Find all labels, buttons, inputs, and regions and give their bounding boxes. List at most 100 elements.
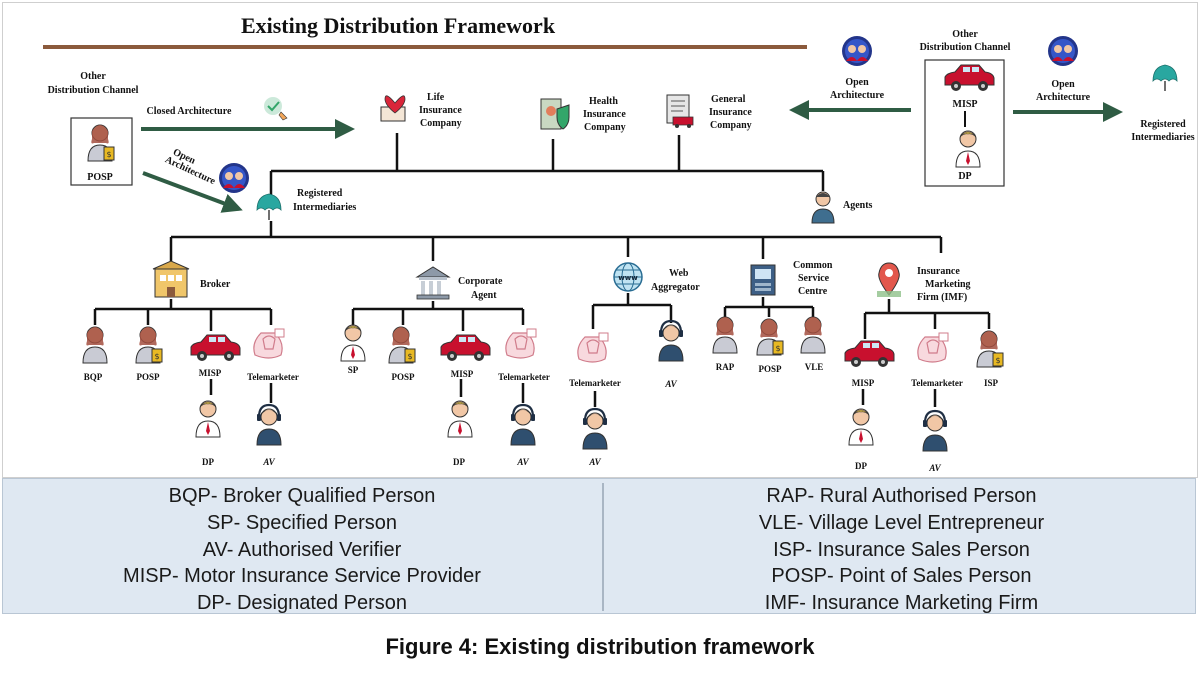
csc-label-1: Common — [793, 260, 833, 271]
corporate-agent-connectors — [351, 301, 525, 403]
imf-isp-label: ISP — [984, 378, 999, 388]
left-posp-label: POSP — [87, 172, 113, 183]
sp-icon — [340, 324, 366, 362]
broker-posp-icon — [136, 327, 162, 363]
legend-item: ISP- Insurance Sales Person — [773, 538, 1030, 561]
broker-av-label: AV — [262, 457, 275, 467]
broker-misp-label: MISP — [199, 368, 222, 378]
health-label-2: Insurance — [583, 109, 626, 120]
imf-icon — [876, 262, 902, 298]
csc-label-2: Service — [798, 273, 830, 284]
general-label-1: General — [711, 94, 746, 105]
corporate-av-label: AV — [516, 457, 529, 467]
imf-connectors — [861, 299, 991, 407]
registered-label-1: Registered — [297, 188, 343, 199]
imf-dp-icon — [848, 408, 874, 446]
broker-posp-label: POSP — [136, 372, 160, 382]
general-insurance-icon — [666, 94, 694, 129]
life-label-1: Life — [427, 92, 445, 103]
registered-intermediaries-icon — [256, 193, 282, 221]
framework-diagram: $ — [43, 13, 1195, 473]
open-architecture-globe-icon — [219, 163, 249, 193]
legend-item: VLE- Village Level Entrepreneur — [758, 511, 1045, 534]
web-av-top-icon — [657, 319, 685, 363]
right-open-architecture-globe-icon — [842, 36, 872, 66]
imf-av-icon — [921, 409, 949, 453]
imf-label-1: Insurance — [917, 266, 960, 277]
approve-icon — [263, 96, 288, 121]
right-channel-label-2: Distribution Channel — [920, 42, 1011, 53]
imf-label-2: Marketing — [925, 279, 971, 290]
broker-label: Broker — [200, 279, 231, 290]
web-av-label: AV — [588, 457, 601, 467]
imf-misp-label: MISP — [852, 378, 875, 388]
web-aggregator-label-1: Web — [669, 268, 689, 279]
corporate-dp-label: DP — [453, 457, 465, 467]
registered-label-2: Intermediaries — [293, 202, 356, 213]
left-channel-label-2: Distribution Channel — [48, 85, 139, 96]
broker-connectors — [93, 299, 273, 403]
broker-dp-label: DP — [202, 457, 214, 467]
imf-av-label: AV — [928, 463, 941, 473]
csc-connectors — [723, 297, 815, 317]
legend-item: AV- Authorised Verifier — [202, 538, 402, 561]
legend-item: IMF- Insurance Marketing Firm — [764, 592, 1039, 615]
right-open-architecture-label-2: Architecture — [830, 90, 885, 101]
closed-architecture-label: Closed Architecture — [147, 106, 232, 117]
health-label-3: Company — [584, 122, 626, 133]
legend-item: POSP- Point of Sales Person — [771, 565, 1032, 588]
health-insurance-icon — [540, 98, 570, 130]
imf-telemarketer-icon — [917, 332, 949, 363]
web-aggregator-icon — [613, 262, 643, 292]
csc-posp-icon — [757, 319, 783, 355]
web-aggregator-label-2: Aggregator — [651, 282, 700, 293]
csc-vle-label: VLE — [805, 362, 824, 372]
legend-item: RAP- Rural Authorised Person — [766, 485, 1037, 507]
broker-telemarketer-icon — [253, 328, 285, 359]
corporate-misp-label: MISP — [451, 369, 474, 379]
far-right-open-architecture-globe-icon — [1048, 36, 1078, 66]
far-right-registered-label-1: Registered — [1140, 119, 1186, 130]
legend-item: MISP- Motor Insurance Service Provider — [123, 565, 481, 588]
corporate-sp-label: SP — [348, 365, 359, 375]
broker-bqp-label: BQP — [84, 372, 103, 382]
broker-icon — [152, 260, 190, 298]
corporate-telemarketer-label: Telemarketer — [498, 372, 550, 382]
legend-item: SP- Specified Person — [206, 511, 398, 534]
figure-caption: Figure 4: Existing distribution framewor… — [385, 634, 815, 659]
corporate-posp-icon — [389, 327, 415, 363]
csc-rap-label: RAP — [716, 362, 735, 372]
right-channel-label-1: Other — [952, 29, 978, 40]
imf-dp-label: DP — [855, 461, 867, 471]
web-telemarketer-icon — [577, 332, 609, 363]
bqp-icon — [82, 326, 108, 364]
vle-icon — [800, 316, 826, 354]
broker-telemarketer-label: Telemarketer — [247, 372, 299, 382]
web-av-top-label: AV — [664, 379, 677, 389]
right-misp-label: MISP — [953, 99, 978, 110]
legend-right-column: RAP- Rural Authorised Person VLE- Villag… — [602, 483, 1199, 614]
corporate-dp-icon — [447, 400, 473, 438]
right-dp-label: DP — [958, 171, 971, 182]
life-insurance-icon — [380, 95, 406, 122]
life-label-2: Insurance — [419, 105, 462, 116]
corporate-posp-label: POSP — [391, 372, 415, 382]
life-label-3: Company — [420, 118, 462, 129]
agents-icon — [811, 191, 835, 224]
general-label-3: Company — [710, 120, 752, 131]
right-open-architecture-label-1: Open — [845, 77, 869, 88]
health-label-1: Health — [589, 96, 618, 107]
legend-left-column: BQP- Broker Qualified Person SP- Specifi… — [3, 483, 601, 614]
corporate-agent-label-1: Corporate — [458, 276, 503, 287]
corporate-agent-icon — [416, 266, 450, 300]
corporate-misp-icon — [440, 334, 491, 362]
imf-misp-icon — [844, 340, 895, 368]
web-av-icon — [581, 407, 609, 451]
legend-item: BQP- Broker Qualified Person — [168, 485, 436, 507]
imf-label-3: Firm (IMF) — [917, 292, 967, 303]
general-label-2: Insurance — [709, 107, 752, 118]
diagram-panel: $ — [2, 2, 1198, 478]
far-right-open-architecture-label-2: Architecture — [1036, 92, 1091, 103]
far-right-registered-label-2: Intermediaries — [1131, 132, 1194, 143]
csc-label-3: Centre — [798, 286, 828, 297]
